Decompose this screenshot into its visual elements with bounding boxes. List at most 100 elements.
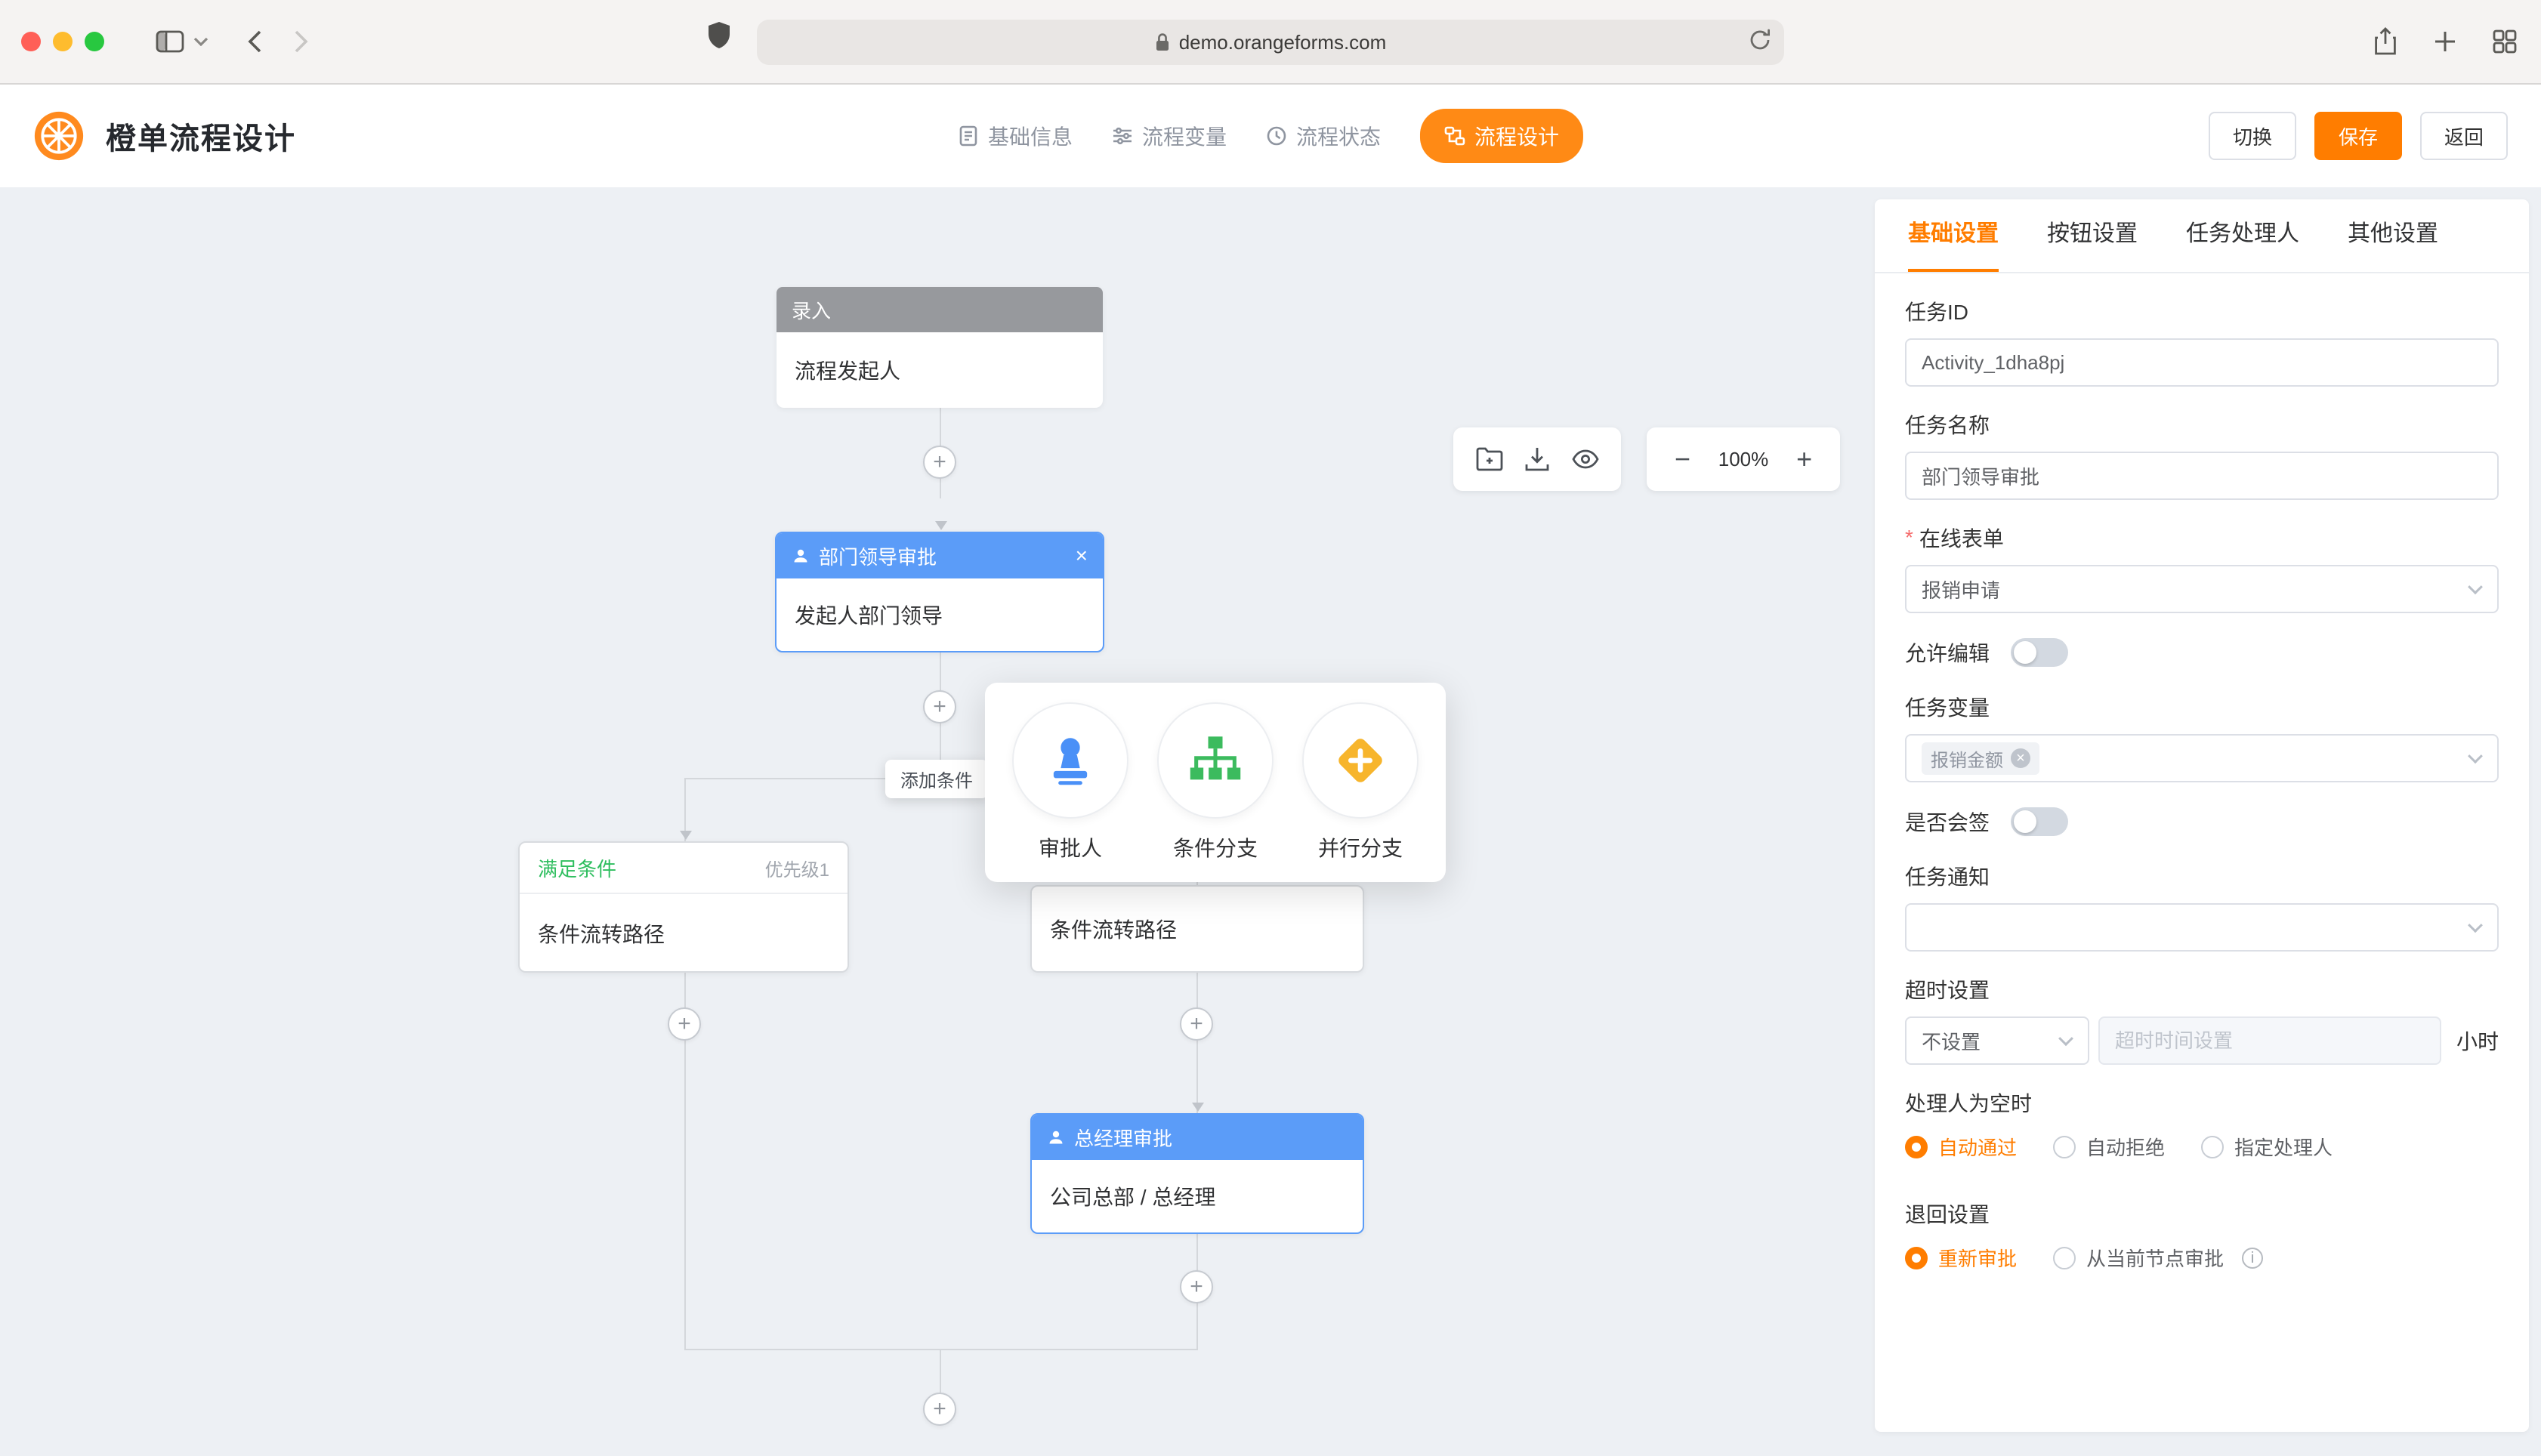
node-start[interactable]: 录入 流程发起人 (777, 287, 1103, 408)
zoom-level: 100% (1718, 447, 1769, 470)
node-condition-left[interactable]: 满足条件 优先级1 条件流转路径 (518, 841, 849, 973)
node-dept-header: 部门领导审批 × (777, 533, 1103, 578)
add-node-button[interactable]: + (923, 690, 956, 723)
tab-other-settings[interactable]: 其他设置 (2348, 221, 2438, 246)
node-start-body: 流程发起人 (795, 359, 901, 383)
condition-body: 条件流转路径 (538, 923, 665, 946)
chevron-down-icon (2468, 918, 2483, 933)
add-node-button[interactable]: + (668, 1007, 701, 1041)
address-bar[interactable]: demo.orangeforms.com (757, 20, 1784, 65)
approver-icon[interactable] (1012, 702, 1128, 819)
connector-arrow (1192, 1103, 1204, 1112)
allow-edit-toggle[interactable] (2011, 638, 2069, 667)
nav-flow-variables[interactable]: 流程变量 (1112, 121, 1227, 151)
preview-eye-icon[interactable] (1571, 449, 1599, 469)
task-name-label: 任务名称 (1905, 414, 1990, 437)
lock-icon (1155, 32, 1170, 52)
radio-from-current-node[interactable]: 从当前节点审批 i (2053, 1244, 2264, 1272)
return-setting-label: 退回设置 (1905, 1203, 1990, 1226)
field-task-notify: 任务通知 (1905, 861, 2499, 952)
task-variable-select[interactable]: 报销金额 × (1905, 734, 2499, 782)
popup-item-parallel-branch[interactable]: 并行分支 (1302, 702, 1419, 862)
info-icon[interactable]: i (2242, 1247, 2264, 1269)
popup-item-condition-branch[interactable]: 条件分支 (1157, 702, 1274, 862)
radio-icon (1905, 1246, 1928, 1269)
online-form-label: * 在线表单 (1905, 526, 2004, 551)
field-task-id: 任务ID (1905, 296, 2499, 387)
empty-handler-options: 自动通过 自动拒绝 指定处理人 (1905, 1133, 2499, 1161)
tag-remove-icon[interactable]: × (2011, 748, 2030, 768)
radio-icon (2053, 1135, 2076, 1158)
field-return-setting: 退回设置 重新审批 从当前节点审批 i (1905, 1198, 2499, 1272)
countersign-label: 是否会签 (1905, 811, 1990, 834)
connector-line (684, 973, 686, 1349)
add-node-button[interactable]: + (923, 446, 956, 479)
radio-restart-approval[interactable]: 重新审批 (1905, 1244, 2017, 1272)
app-header: 橙单流程设计 基础信息 流程变量 流程状态 流程设计 切换 保存 返回 (0, 85, 2541, 187)
task-id-input[interactable] (1905, 338, 2499, 387)
settings-form: 任务ID 任务名称 * 在线表单 报销申请 允许编辑 (1875, 273, 2529, 1272)
node-dept-approval[interactable]: 部门领导审批 × 发起人部门领导 (775, 532, 1104, 652)
task-name-input[interactable] (1905, 452, 2499, 500)
user-icon (1049, 1131, 1063, 1144)
countersign-toggle[interactable] (2011, 807, 2069, 836)
nav-label: 基础信息 (987, 125, 1073, 149)
tab-basic-settings[interactable]: 基础设置 (1908, 199, 1999, 272)
new-tab-icon[interactable] (2434, 30, 2456, 53)
timeout-unit: 小时 (2456, 1030, 2499, 1053)
online-form-select[interactable]: 报销申请 (1905, 565, 2499, 613)
task-variable-tag: 报销金额 × (1922, 742, 2039, 775)
radio-auto-pass[interactable]: 自动通过 (1905, 1133, 2017, 1161)
share-icon[interactable] (2373, 27, 2397, 56)
forward-button[interactable] (295, 30, 308, 53)
nav-label: 流程变量 (1141, 125, 1227, 149)
add-node-button[interactable]: + (1180, 1270, 1213, 1303)
nav-flow-status[interactable]: 流程状态 (1266, 121, 1381, 151)
tab-overview-icon[interactable] (2493, 29, 2517, 54)
window-minimize-button[interactable] (53, 32, 73, 51)
zoom-out-button[interactable]: − (1674, 443, 1690, 474)
privacy-shield-icon[interactable] (707, 21, 731, 50)
download-icon[interactable] (1525, 446, 1549, 472)
node-close-icon[interactable]: × (1075, 544, 1088, 567)
return-button[interactable]: 返回 (2419, 112, 2508, 160)
popup-label: 条件分支 (1172, 837, 1258, 860)
required-asterisk: * (1905, 526, 1913, 549)
reload-icon[interactable] (1749, 29, 1771, 51)
connector-line (1196, 973, 1198, 1113)
window-close-button[interactable] (21, 32, 41, 51)
parallel-branch-icon[interactable] (1302, 702, 1419, 819)
allow-edit-label: 允许编辑 (1905, 642, 1990, 665)
tab-button-settings[interactable]: 按钮设置 (2047, 221, 2138, 246)
save-layout-icon[interactable] (1476, 447, 1503, 471)
back-button[interactable] (248, 30, 261, 53)
sidebar-toggle-icon[interactable] (156, 30, 184, 53)
connector-line (684, 778, 686, 841)
window-zoom-button[interactable] (85, 32, 104, 51)
popup-item-approver[interactable]: 审批人 (1012, 702, 1128, 862)
save-button[interactable]: 保存 (2314, 112, 2402, 160)
condition-branch-icon[interactable] (1157, 702, 1274, 819)
chevron-down-icon (2468, 579, 2483, 595)
field-task-name: 任务名称 (1905, 409, 2499, 500)
tab-task-handler[interactable]: 任务处理人 (2186, 221, 2299, 246)
timeout-value-input[interactable] (2098, 1016, 2441, 1065)
timeout-mode-select[interactable]: 不设置 (1905, 1016, 2089, 1065)
node-condition-right[interactable]: 条件流转路径 (1030, 885, 1364, 973)
sidebar-chevron-icon[interactable] (193, 37, 208, 46)
radio-assign-handler[interactable]: 指定处理人 (2201, 1133, 2333, 1161)
task-notify-select[interactable] (1905, 903, 2499, 952)
node-gm-approval[interactable]: 总经理审批 公司总部 / 总经理 (1030, 1113, 1364, 1234)
zoom-in-button[interactable]: + (1796, 443, 1813, 474)
radio-auto-reject[interactable]: 自动拒绝 (2053, 1133, 2165, 1161)
add-node-button[interactable]: + (923, 1393, 956, 1426)
field-allow-edit: 允许编辑 (1905, 637, 2499, 668)
nav-flow-design[interactable]: 流程设计 (1420, 109, 1584, 163)
condition-priority: 优先级1 (764, 859, 829, 881)
zoom-toolbar: − 100% + (1647, 427, 1840, 491)
nav-basic-info[interactable]: 基础信息 (958, 121, 1073, 151)
switch-button[interactable]: 切换 (2208, 112, 2296, 160)
node-start-title: 录入 (792, 299, 832, 322)
add-node-button[interactable]: + (1180, 1007, 1213, 1041)
